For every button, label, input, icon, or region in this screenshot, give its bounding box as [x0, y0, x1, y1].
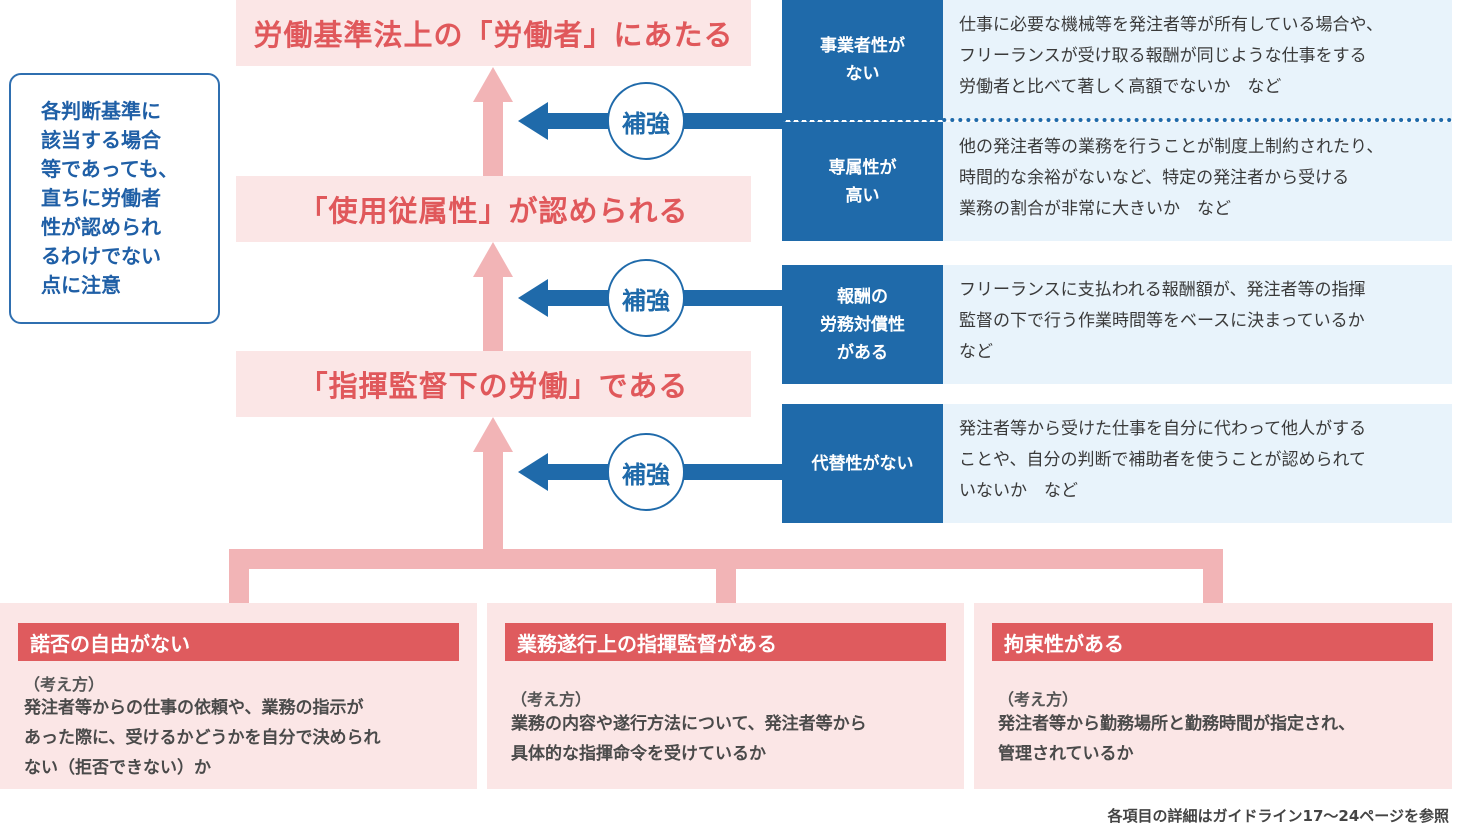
arrow-shaft-3	[483, 100, 503, 176]
supplement-desc-compensation: フリーランスに支払われる報酬額が、発注者等の指揮 監督の下で行う作業時間等をベー…	[943, 265, 1452, 384]
bracket-right-leg	[1203, 549, 1223, 605]
criterion-body-direction: 業務の内容や遂行方法について、発注者等から 具体的な指揮命令を受けているか	[511, 714, 867, 764]
blue-arrow-head-2	[518, 279, 548, 317]
supplement-badge-3: 補強	[607, 433, 685, 511]
caution-note: 各判断基準に 該当する場合 等であっても、 直ちに労働者 性が認められ るわけで…	[9, 73, 220, 324]
dotted-divider	[782, 118, 1452, 122]
supplement-label-substitution: 代替性がない	[782, 404, 943, 523]
blue-arrow-head-1	[518, 102, 548, 140]
arrow-head-1	[473, 417, 513, 452]
criterion-body-refusal: 発注者等からの仕事の依頼や、業務の指示が あった際に、受けるかどうかを自分で決め…	[24, 698, 381, 778]
supplement-label-compensation: 報酬の 労務対償性 がある	[782, 265, 943, 384]
criterion-kangae-restraint: （考え方）	[998, 690, 1079, 709]
criterion-title-restraint: 拘束性がある	[992, 623, 1433, 661]
criterion-title-direction: 業務遂行上の指揮監督がある	[505, 623, 946, 661]
footnote: 各項目の詳細はガイドライン17〜24ページを参照	[1107, 807, 1449, 825]
level-worker: 労働基準法上の「労働者」にあたる	[236, 0, 751, 66]
arrow-head-3	[473, 67, 513, 102]
supplement-desc-substitution: 発注者等から受けた仕事を自分に代わって他人がする ことや、自分の判断で補助者を使…	[943, 404, 1452, 523]
supplement-badge-1: 補強	[607, 82, 685, 160]
arrow-shaft-2	[483, 275, 503, 351]
bracket-mid-leg	[716, 549, 736, 605]
blue-arrow-head-3	[518, 453, 548, 491]
supplement-label-business: 事業者性が ない	[782, 0, 943, 120]
criterion-body-restraint: 発注者等から勤務場所と勤務時間が指定され、 管理されているか	[998, 714, 1356, 764]
level-supervision: 「指揮監督下の労働」である	[236, 351, 751, 417]
level-subordination: 「使用従属性」が認められる	[236, 176, 751, 242]
arrow-head-2	[473, 242, 513, 277]
supplement-badge-2: 補強	[607, 259, 685, 337]
bracket-left-leg	[229, 549, 249, 605]
criterion-kangae-refusal: （考え方）	[24, 675, 105, 694]
criterion-kangae-direction: （考え方）	[511, 690, 592, 709]
supplement-label-exclusive: 専属性が 高い	[782, 122, 943, 241]
supplement-desc-business: 仕事に必要な機械等を発注者等が所有している場合や、 フリーランスが受け取る報酬が…	[943, 0, 1452, 120]
criterion-title-refusal: 諾否の自由がない	[18, 623, 459, 661]
arrow-shaft-1	[483, 450, 503, 550]
supplement-desc-exclusive: 他の発注者等の業務を行うことが制度上制約されたり、 時間的な余裕がないなど、特定…	[943, 122, 1452, 241]
